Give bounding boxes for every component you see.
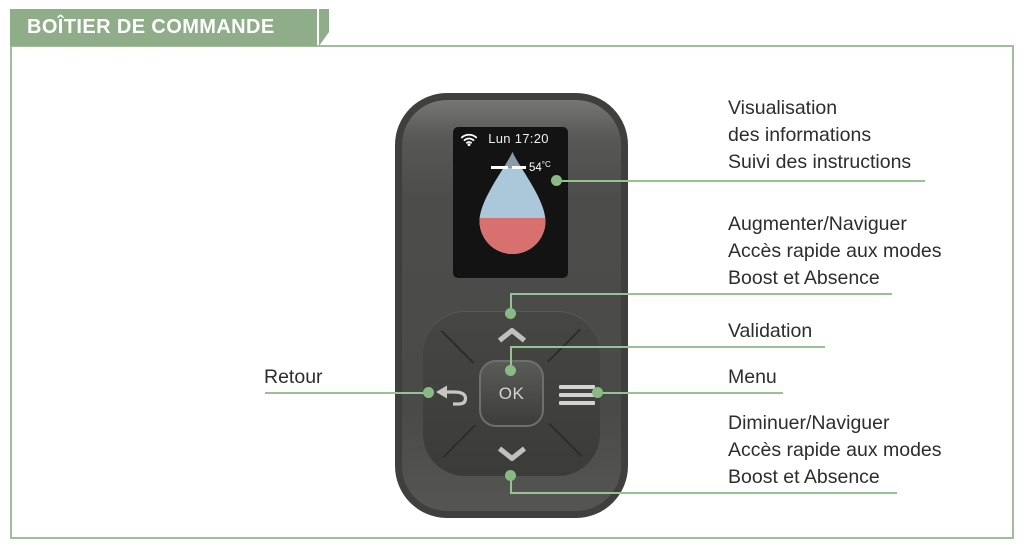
label-visualisation: Visualisation des informations Suivi des… [728, 95, 911, 176]
menu-button[interactable] [551, 373, 603, 417]
return-arrow-icon [435, 385, 467, 406]
title-bar-fold [319, 9, 329, 46]
pad-divider [440, 330, 475, 364]
control-unit: Lun 17:20 54°C [395, 93, 628, 518]
label-validation: Validation [728, 320, 813, 342]
ok-button-label: OK [498, 383, 525, 403]
callout-line-up [510, 293, 892, 295]
label-line: Diminuer/Naviguer [728, 412, 890, 434]
pad-divider [442, 424, 476, 459]
section-title-bar: BOÎTIER DE COMMANDE [10, 9, 317, 46]
up-button[interactable] [478, 315, 546, 355]
callout-line-down [510, 492, 897, 494]
label-line: Augmenter/Naviguer [728, 213, 907, 235]
temp-level-dash [491, 166, 508, 169]
label-augmenter: Augmenter/Naviguer Accès rapide aux mode… [728, 211, 942, 292]
status-time: Lun 17:20 [488, 131, 549, 146]
navigation-pad: OK [423, 311, 600, 476]
temp-level-dash [512, 166, 526, 169]
chevron-down-icon [497, 446, 527, 461]
callout-line-screen [556, 180, 925, 182]
callout-line-down [510, 475, 512, 494]
callout-dot-ok [505, 365, 516, 376]
pad-divider [548, 423, 583, 457]
label-diminuer: Diminuer/Naviguer Accès rapide aux modes… [728, 410, 942, 491]
callout-line-up [510, 293, 512, 314]
label-line: Boost et Absence [728, 466, 880, 488]
callout-line-ok [510, 346, 512, 371]
callout-dot-menu [592, 387, 603, 398]
label-retour: Retour [264, 366, 323, 388]
section-title: BOÎTIER DE COMMANDE [27, 16, 275, 38]
label-line: des informations [728, 124, 872, 146]
callout-dot-up [505, 308, 516, 319]
callout-dot-screen [551, 175, 562, 186]
label-line: Boost et Absence [728, 267, 880, 289]
callout-line-return [265, 392, 428, 394]
water-drop-icon [479, 152, 546, 254]
label-line: Visualisation [728, 97, 838, 119]
temperature-unit: °C [541, 160, 551, 169]
wifi-icon [460, 133, 478, 147]
menu-icon [559, 384, 595, 406]
callout-line-ok [510, 346, 825, 348]
down-button[interactable] [478, 433, 546, 473]
chevron-up-icon [497, 327, 527, 342]
callout-line-menu [597, 392, 783, 394]
label-line: Accès rapide aux modes [728, 240, 942, 262]
temperature-readout: 54°C [529, 160, 551, 174]
label-menu: Menu [728, 366, 777, 388]
device-screen: Lun 17:20 54°C [453, 127, 568, 278]
return-button[interactable] [425, 373, 477, 417]
callout-dot-down [505, 470, 516, 481]
label-line: Suivi des instructions [728, 151, 912, 173]
callout-dot-return [423, 387, 434, 398]
temperature-value: 54 [529, 162, 542, 174]
label-line: Accès rapide aux modes [728, 439, 942, 461]
